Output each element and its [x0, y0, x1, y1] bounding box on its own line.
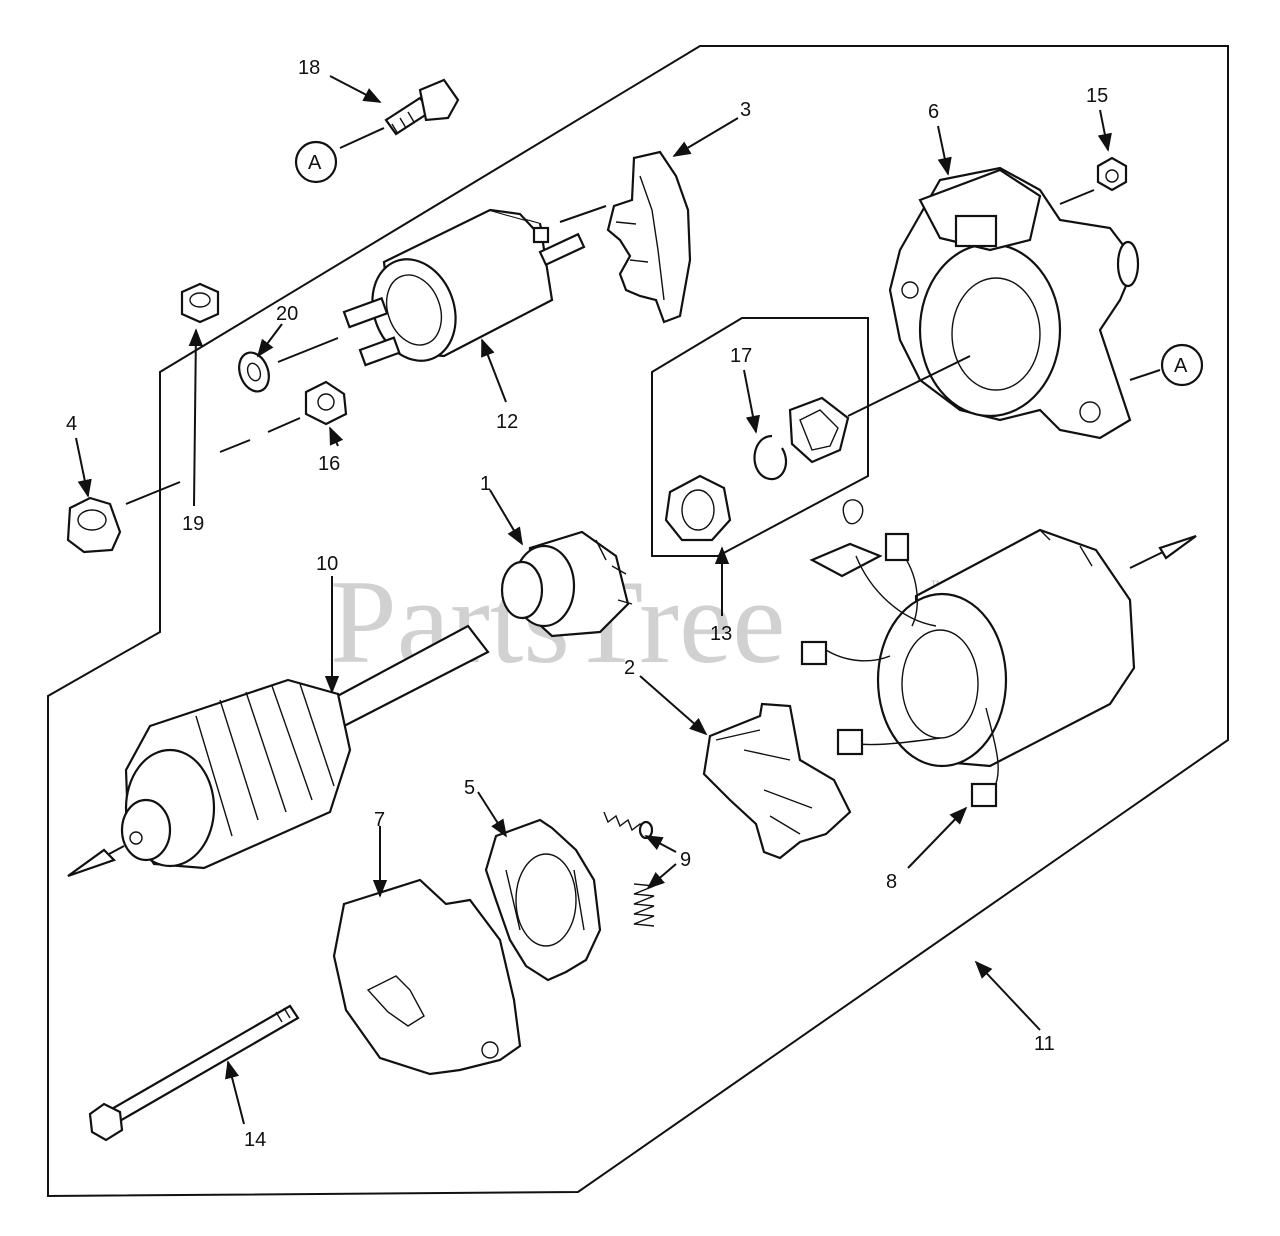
- callout-20: 20: [276, 303, 298, 325]
- solenoid-12: [342, 208, 586, 367]
- callout-8: 8: [886, 871, 897, 893]
- through-bolt-14: [88, 1004, 300, 1142]
- yoke-axis-arrowhead: [1158, 534, 1197, 560]
- callout-13: 13: [710, 623, 732, 645]
- callout-7: 7: [374, 809, 385, 831]
- callout-6: 6: [928, 101, 939, 123]
- callout-arrows: [75, 75, 1112, 1125]
- snap-ring-17: [753, 434, 788, 481]
- callout-3: 3: [740, 99, 751, 121]
- reference-mark-a-right: [1160, 343, 1204, 387]
- cap-4: [66, 496, 122, 554]
- field-wires: [809, 499, 999, 789]
- callout-16: 16: [318, 453, 340, 475]
- nut-19: [180, 282, 220, 324]
- brush-8: [970, 782, 998, 808]
- bolt-18-leader: [339, 127, 385, 149]
- callout-17: 17: [730, 345, 752, 367]
- nut-16-leader: [219, 417, 301, 453]
- nut-16: [304, 380, 348, 426]
- brush-upper: [884, 532, 910, 562]
- brush-holder-2: [702, 702, 852, 860]
- reference-mark-a-left: [294, 140, 338, 184]
- pinion-1: [500, 530, 633, 638]
- lever-3-leader: [559, 205, 607, 223]
- reference-mark-a-right-label: A: [1174, 355, 1188, 377]
- washer-20: [238, 351, 270, 393]
- spring-9: [603, 811, 655, 927]
- assembly-boundary-outline: [47, 45, 1229, 1198]
- yoke-11: [876, 528, 1136, 768]
- nut-15: [1096, 156, 1128, 192]
- callout-19: 19: [182, 513, 204, 535]
- armature-10: [120, 624, 490, 870]
- housing-6-leader-a: [1059, 189, 1095, 205]
- callout-9: 9: [680, 849, 691, 871]
- callout-1: 1: [480, 473, 491, 495]
- cap-4-leader: [125, 481, 181, 505]
- reference-mark-a-left-label: A: [308, 152, 322, 174]
- housing-6-leader-b: [1129, 369, 1161, 381]
- front-housing-6: [888, 166, 1140, 440]
- brush-left: [800, 640, 828, 666]
- brush-middle: [836, 728, 864, 756]
- gear-kit-13: [664, 396, 850, 542]
- callout-18: 18: [298, 57, 320, 79]
- armature-axis-arrowhead: [67, 848, 117, 878]
- kit-boundary-outline: [651, 317, 869, 557]
- brush-plate-5: [484, 818, 602, 982]
- callout-5: 5: [464, 777, 475, 799]
- callout-10: 10: [316, 553, 338, 575]
- rear-cover-7: [332, 878, 522, 1076]
- callout-4: 4: [66, 413, 77, 435]
- callout-11: 11: [1034, 1033, 1055, 1055]
- callout-15: 15: [1086, 85, 1108, 107]
- bolt-18: [384, 78, 460, 136]
- washer-20-leader: [277, 337, 339, 363]
- callout-2: 2: [624, 657, 635, 679]
- callout-12: 12: [496, 411, 518, 433]
- callout-14: 14: [244, 1129, 266, 1151]
- shift-lever-3: [606, 150, 692, 324]
- kit-13-leader: [847, 355, 971, 417]
